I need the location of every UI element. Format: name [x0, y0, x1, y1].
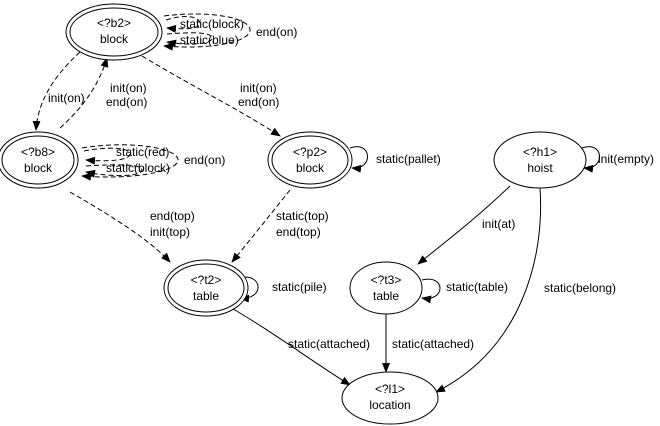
label-b2-b8: init(on)	[48, 91, 85, 105]
label-b2-self-blue: static(blue)	[180, 33, 239, 47]
label-p2-self: static(pallet)	[376, 152, 441, 166]
node-t3-label: table	[373, 289, 399, 303]
node-p2[interactable]: <?p2> block	[267, 131, 353, 189]
edge-b2-self-on	[163, 13, 251, 51]
label-h1-self: init(empty)	[598, 152, 654, 166]
label-b8-self-red: static(red)	[116, 145, 169, 159]
edge-b8-b2	[59, 57, 109, 129]
edge-b2-p2	[141, 55, 281, 137]
edge-b8-self-on	[81, 144, 179, 181]
node-t2[interactable]: <?t2> table	[163, 259, 249, 317]
node-p2-id: <?p2>	[293, 145, 327, 159]
edge-p2-t2	[231, 189, 291, 263]
node-l1[interactable]: <?l1> location	[341, 371, 439, 425]
label-h1-t3: init(at)	[482, 217, 515, 231]
edge-h1-l1	[435, 187, 542, 393]
label-b2-p2-1: init(on)	[240, 81, 277, 95]
node-t3[interactable]: <?t3> table	[349, 261, 423, 315]
edge-t2-self	[239, 276, 259, 303]
edge-b2-self-blue	[166, 32, 213, 48]
edge-h1-t3	[417, 185, 511, 265]
node-t2-label: table	[193, 289, 219, 303]
label-b8-self-block: static(block)	[106, 161, 170, 175]
label-p2-t2-2: end(top)	[276, 225, 321, 239]
label-b8-t2-2: init(top)	[150, 225, 190, 239]
node-b8[interactable]: <?b8> block	[0, 131, 79, 189]
node-h1[interactable]: <?h1> hoist	[493, 131, 587, 189]
edge-b2-b8	[32, 51, 81, 131]
label-b2-self-on: end(on)	[256, 25, 297, 39]
node-h1-label: hoist	[527, 161, 553, 175]
node-b8-label: block	[24, 161, 53, 175]
label-b8-b2-2: end(on)	[106, 95, 147, 109]
node-b8-id: <?b8>	[21, 145, 55, 159]
label-t2-self: static(pile)	[272, 280, 327, 294]
node-l1-id: <?l1>	[375, 382, 405, 396]
label-b2-self-block: static(block)	[180, 17, 244, 31]
edge-b2-self-block	[165, 16, 201, 33]
label-t3-l1: static(attached)	[392, 337, 474, 351]
label-t2-l1: static(attached)	[288, 337, 370, 351]
node-h1-id: <?h1>	[523, 145, 557, 159]
edge-p2-self	[349, 146, 368, 173]
edge-b8-t2	[69, 191, 171, 263]
label-b8-t2-1: end(top)	[150, 209, 195, 223]
edge-t3-self	[421, 278, 441, 304]
node-b2-id: <?b2>	[97, 16, 131, 30]
label-t3-self: static(table)	[446, 280, 508, 294]
label-b2-p2-2: end(on)	[238, 95, 279, 109]
edge-b8-self-red	[83, 147, 131, 165]
edge-h1-self	[581, 146, 600, 173]
node-l1-label: location	[369, 398, 410, 412]
label-h1-l1: static(belong)	[544, 281, 616, 295]
label-b8-self-on: end(on)	[184, 153, 225, 167]
node-b2[interactable]: <?b2> block	[65, 3, 163, 61]
edge-b8-self-block	[85, 164, 143, 178]
node-p2-label: block	[296, 161, 325, 175]
node-t2-id: <?t2>	[191, 273, 222, 287]
node-b2-label: block	[100, 32, 129, 46]
label-b8-b2-1: init(on)	[110, 81, 147, 95]
edge-t2-l1	[227, 305, 351, 386]
label-p2-t2-1: static(top)	[276, 209, 329, 223]
node-t3-id: <?t3>	[371, 273, 402, 287]
